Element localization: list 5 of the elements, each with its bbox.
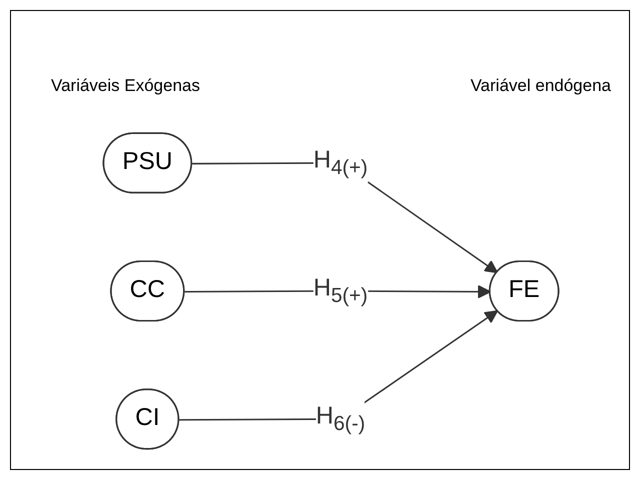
- column-heading: Variáveis Exógenas: [51, 76, 200, 96]
- edge-label: H$_{6(-)}$: [316, 404, 366, 434]
- column-heading: Variável endógena: [470, 76, 611, 96]
- edge-label: H$_{4(+)}$: [313, 148, 368, 178]
- edge-label: H$_{5(+)}$: [313, 276, 368, 306]
